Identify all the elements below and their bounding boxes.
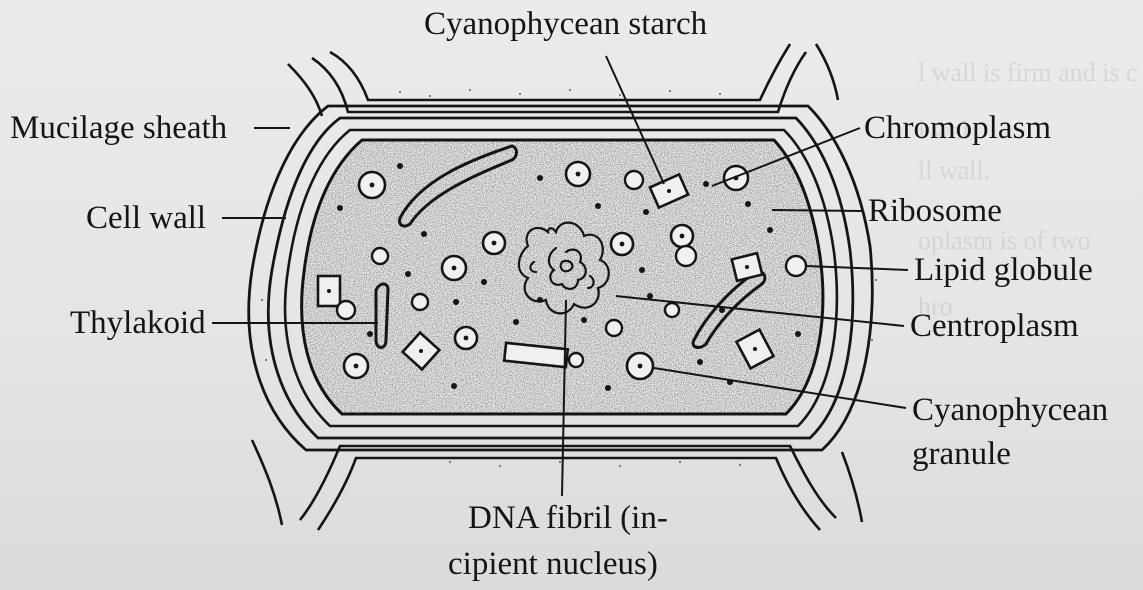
label-dna-fibril-line2: cipient nucleus): [448, 546, 658, 582]
label-cyanophycean-granule-line1: Cyanophycean: [912, 392, 1108, 428]
label-chromoplasm: Chromoplasm: [864, 110, 1051, 146]
leader-ribosome: [772, 210, 862, 211]
label-cyanophycean-starch: Cyanophycean starch: [424, 6, 707, 42]
label-cell-wall: Cell wall: [86, 200, 206, 236]
label-cyanophycean-granule-line2: granule: [912, 436, 1011, 472]
label-centroplasm: Centroplasm: [910, 308, 1079, 344]
adjacent-cell-top: [312, 44, 806, 112]
label-mucilage-sheath: Mucilage sheath: [10, 110, 227, 146]
label-lipid-globule: Lipid globule: [914, 252, 1093, 288]
label-ribosome: Ribosome: [868, 193, 1002, 229]
label-thylakoid: Thylakoid: [70, 305, 206, 341]
label-dna-fibril-line1: DNA fibril (in-: [468, 500, 668, 536]
